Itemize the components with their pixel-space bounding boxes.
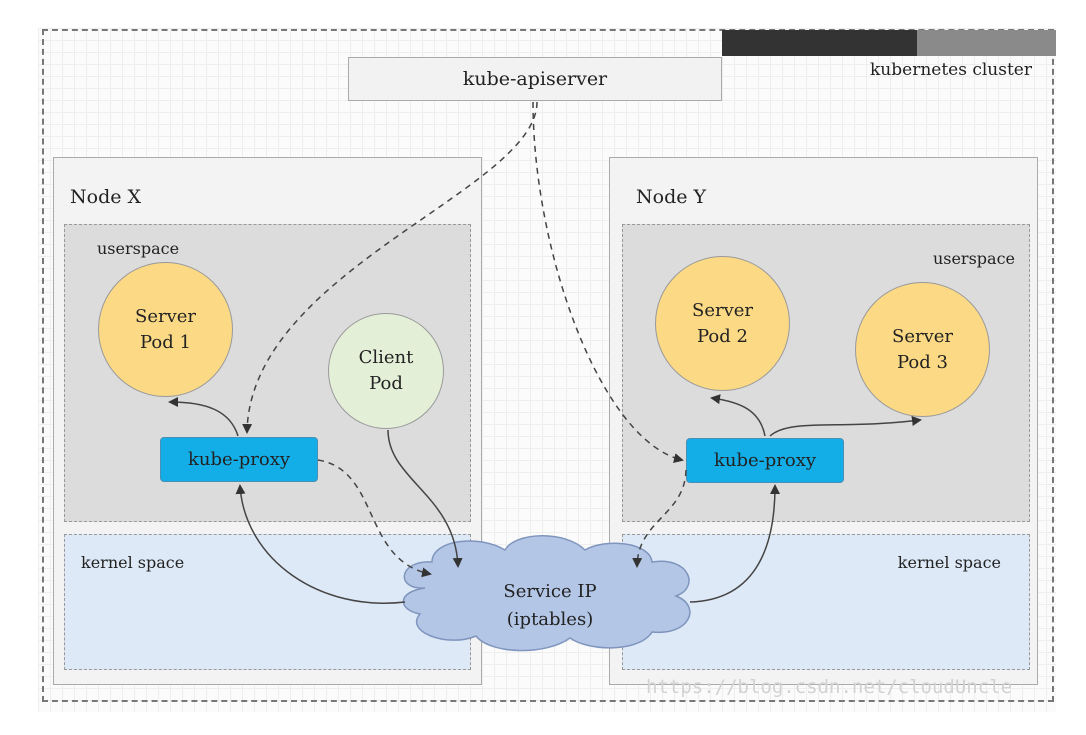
kube-proxy-node-x-label: kube-proxy [187,449,291,470]
node-x-title: Node X [70,186,142,208]
server-pod-1: Server Pod 1 [98,262,233,397]
kube-apiserver-label: kube-apiserver [462,68,608,90]
server-pod-3: Server Pod 3 [855,282,990,417]
service-ip-label: Service IP (iptables) [480,578,620,634]
service-ip-cloud [402,535,691,652]
client-pod-line1: Client [358,347,414,368]
kube-proxy-node-y: kube-proxy [686,438,844,483]
arrow-service-to-proxy-x [235,484,406,604]
node-y-title: Node Y [636,186,707,208]
server-pod-1-line2: Pod 1 [140,331,191,353]
arrow-proxy-y-service-dashed [632,469,687,568]
kube-proxy-node-x: kube-proxy [160,437,318,482]
arrow-apiserver-to-proxy-x [242,101,538,434]
header-bar-dark [722,30,917,56]
client-pod: Client Pod [328,313,444,429]
arrow-proxy-y-to-server-pod-2 [710,394,766,437]
node-x-userspace-label: userspace [97,239,180,258]
header-bar-light [917,30,1056,56]
arrow-service-to-proxy-y [689,484,780,603]
server-pod-3-line1: Server [891,325,953,347]
kubernetes-cluster-boundary [42,29,1054,702]
server-pod-2: Server Pod 2 [655,256,790,391]
kube-proxy-node-y-label: kube-proxy [713,450,817,471]
server-pod-2-line1: Server [691,299,753,321]
service-ip-line1: Service IP [503,581,597,602]
arrow-proxy-x-to-server-pod-1 [168,397,239,437]
arrow-proxy-y-to-server-pod-3 [769,416,922,437]
cluster-label: kubernetes cluster [870,60,1032,80]
node-x-kernel-label: kernel space [81,553,185,572]
node-y-kernel-label: kernel space [897,553,1001,572]
client-pod-line2: Pod [369,373,403,394]
server-pod-2-line2: Pod 2 [697,325,748,347]
watermark: https://blog.csdn.net/cloudUncle [646,676,1013,698]
service-ip-line2: (iptables) [506,609,594,630]
server-pod-3-line2: Pod 3 [897,351,948,373]
kube-apiserver-box: kube-apiserver [348,57,722,101]
node-y-userspace-label: userspace [932,249,1015,268]
server-pod-1-line1: Server [134,305,196,327]
arrow-client-pod-to-service [387,429,463,568]
arrow-proxy-x-to-service [317,459,432,578]
arrow-apiserver-to-proxy-y [532,101,684,463]
